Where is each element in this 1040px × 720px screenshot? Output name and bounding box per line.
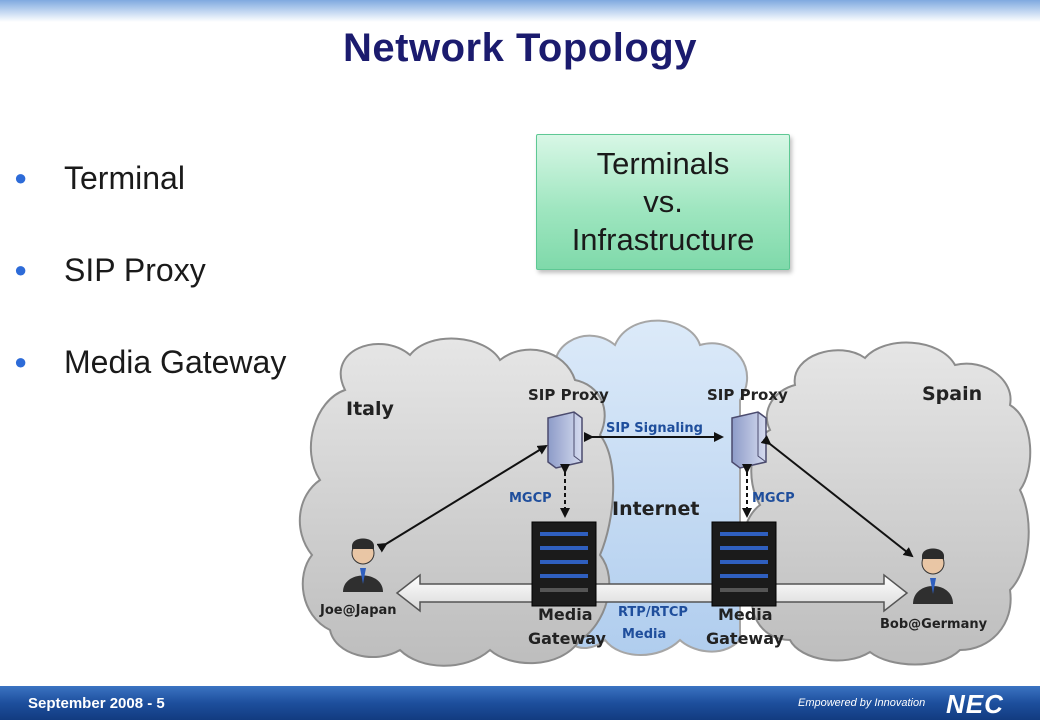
bullet-item: ● Media Gateway: [14, 316, 286, 408]
nec-logo: NEC: [946, 689, 1004, 719]
mgcp-left-label: MGCP: [509, 491, 552, 506]
sip-proxy-left-icon: [547, 411, 583, 469]
user-bob-icon: [913, 548, 953, 604]
bullet-dot-icon: ●: [14, 257, 28, 282]
callout-line: Terminals: [596, 146, 730, 181]
internet-label: Internet: [612, 498, 699, 520]
bullet-text: SIP Proxy: [64, 251, 206, 288]
gateway-left-label-line1: Media: [538, 605, 593, 624]
media-gateway-right-icon: [711, 521, 777, 607]
network-topology-diagram: Italy Spain Internet: [298, 319, 1032, 667]
bullet-dot-icon: ●: [14, 165, 28, 190]
bullet-list: ● Terminal ● SIP Proxy ● Media Gateway: [14, 132, 286, 408]
sip-signaling-label: SIP Signaling: [606, 421, 703, 436]
signaling-arrow-proxy-bob: [760, 435, 914, 558]
mgcp-right-label: MGCP: [752, 491, 795, 506]
callout-line: Infrastructure: [571, 222, 755, 257]
top-gradient-band: [0, 0, 1040, 22]
gateway-right-label-line1: Media: [718, 605, 773, 624]
signaling-arrow-joe-proxy: [376, 444, 548, 553]
spain-label: Spain: [922, 383, 982, 405]
callout-box: Terminals vs. Infrastructure: [536, 134, 790, 270]
footer-bar: September 2008 - 5 Empowered by Innovati…: [0, 686, 1040, 720]
bullet-item: ● SIP Proxy: [14, 224, 286, 316]
slide-title: Network Topology: [343, 26, 697, 70]
bullet-dot-icon: ●: [14, 349, 28, 374]
sip-proxy-right-label: SIP Proxy: [707, 386, 788, 404]
user-joe-label: Joe@Japan: [319, 603, 397, 618]
bullet-text: Terminal: [64, 159, 185, 196]
callout-line: vs.: [643, 184, 683, 219]
user-joe-icon: [343, 538, 383, 592]
user-bob-label: Bob@Germany: [880, 617, 988, 632]
gateway-right-label-line2: Gateway: [706, 629, 785, 648]
italy-label: Italy: [346, 398, 394, 420]
sip-proxy-right-icon: [731, 411, 767, 469]
bullet-item: ● Terminal: [14, 132, 286, 224]
gateway-left-label-line2: Gateway: [528, 629, 607, 648]
footer-tagline: Empowered by Innovation: [798, 697, 926, 709]
rtp-rtcp-label: RTP/RTCP: [618, 605, 688, 620]
footer-date: September 2008 - 5: [28, 695, 165, 712]
media-path-arrow: [395, 573, 909, 613]
sip-proxy-left-label: SIP Proxy: [528, 386, 609, 404]
media-gateway-left-icon: [531, 521, 597, 607]
media-label: Media: [622, 627, 666, 642]
bullet-text: Media Gateway: [64, 343, 287, 380]
